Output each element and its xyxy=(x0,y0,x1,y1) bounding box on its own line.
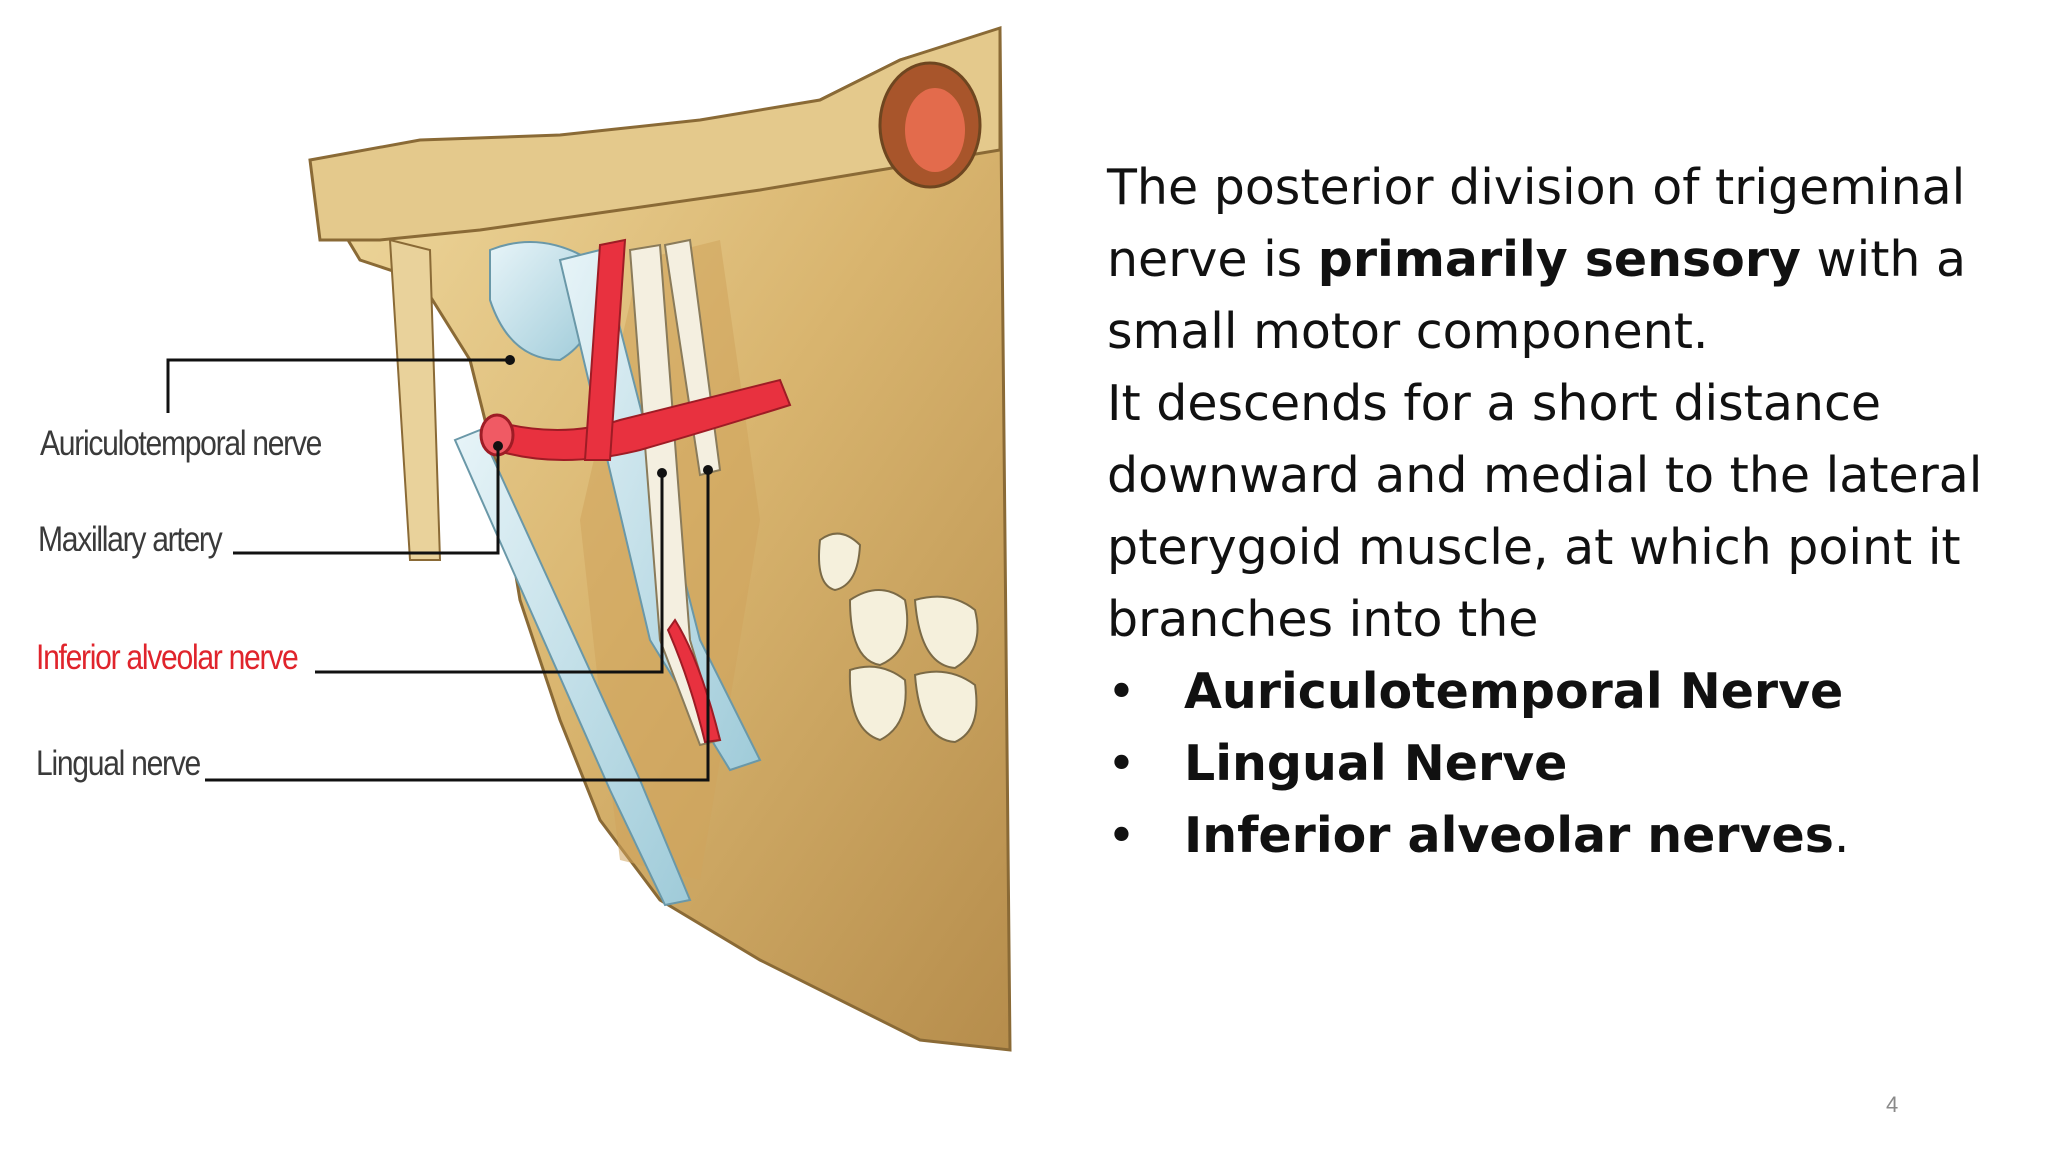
bullet-icon: • xyxy=(1107,807,1136,864)
styloid-process xyxy=(388,238,442,561)
bullet-item: • Inferior alveolar nerves. xyxy=(1107,800,2007,872)
bullet-item: • Lingual Nerve xyxy=(1107,728,2007,800)
leader-maxillary xyxy=(233,446,500,555)
label-lingual-nerve: Lingual nerve xyxy=(36,744,201,783)
leader-auriculotemporal xyxy=(166,358,510,413)
leader-lines xyxy=(166,358,710,782)
paragraph-2: It descends for a short distance downwar… xyxy=(1107,375,1983,648)
bullet-label: Lingual Nerve xyxy=(1184,735,1568,792)
leader-inferior-alveolar xyxy=(315,473,664,674)
paragraph-1-text-b: with a small motor component. xyxy=(1107,231,1967,360)
label-inferior-alveolar-nerve: Inferior alveolar nerve xyxy=(36,638,299,677)
bullet-label: Auriculotemporal Nerve xyxy=(1184,663,1844,720)
label-auriculotemporal-nerve: Auriculotemporal nerve xyxy=(40,424,322,463)
bullet-label: Inferior alveolar nerves xyxy=(1184,807,1834,864)
slide-number: 4 xyxy=(1886,1092,1899,1117)
bullet-icon: • xyxy=(1107,663,1136,720)
paragraph-1: The posterior division of trigeminal ner… xyxy=(1107,152,2007,368)
leader-lingual xyxy=(205,470,710,782)
bullet-item: • Auriculotemporal Nerve xyxy=(1107,656,2007,728)
anatomy-illustration xyxy=(166,25,1012,1052)
bullet-icon: • xyxy=(1107,735,1136,792)
teeth xyxy=(818,532,979,744)
body-text: The posterior division of trigeminal ner… xyxy=(1107,152,2007,872)
leader-dots xyxy=(493,355,713,478)
bullet-suffix: . xyxy=(1833,807,1850,864)
bullet-list: • Auriculotemporal Nerve • Lingual Nerve •… xyxy=(1107,656,2007,872)
skull-base xyxy=(308,25,1002,242)
label-maxillary-artery: Maxillary artery xyxy=(38,520,223,559)
paragraph-1-bold: primarily sensory xyxy=(1317,231,1801,288)
paragraph-1-text-a: The posterior division of trigeminal ner… xyxy=(1107,159,1966,288)
artery-branch-shape xyxy=(583,238,627,461)
orbit-inner xyxy=(905,88,965,172)
